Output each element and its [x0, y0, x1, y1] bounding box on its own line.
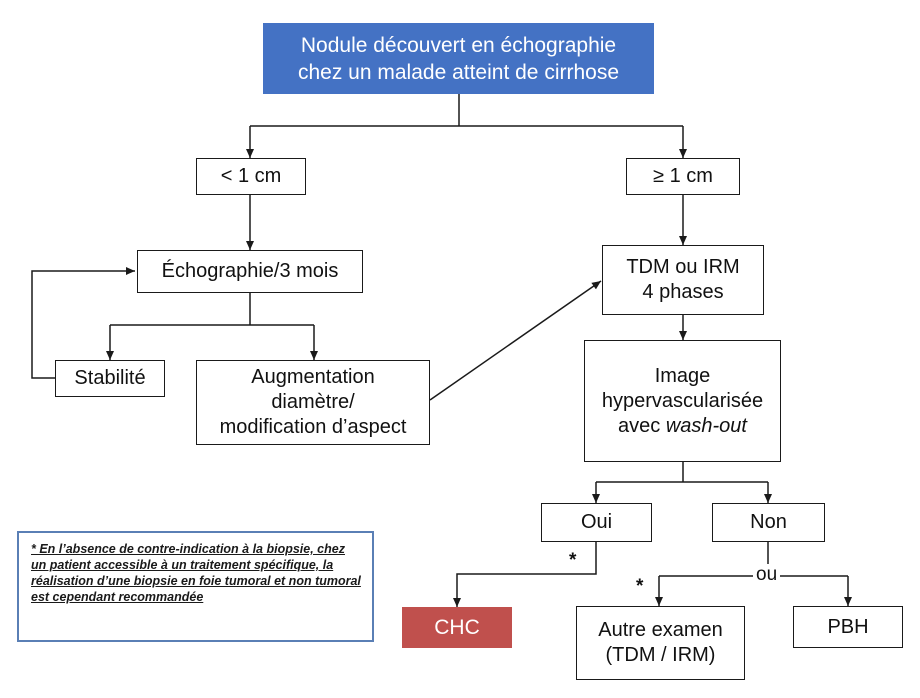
- asterisk-yes: *: [569, 550, 577, 571]
- edge-root-split: [250, 94, 683, 127]
- node-no: Non: [712, 503, 825, 542]
- node-hypervascular-washout: Image hypervascularisée avec wash-out: [584, 340, 781, 462]
- node-chc: CHC: [402, 607, 512, 648]
- edge-oui-chc: [453, 542, 597, 607]
- node-ultrasound-3-months: Échographie/3 mois: [137, 250, 363, 293]
- node-ct-mri-4-phases: TDM ou IRM 4 phases: [602, 245, 764, 315]
- edge-stab-loop: [31, 267, 135, 379]
- biopsy-footnote: * En l’absence de contre-indication à la…: [17, 531, 374, 642]
- node-nodule-discovered: Nodule découvert en échographie chez un …: [263, 23, 654, 94]
- asterisk-other: *: [636, 576, 644, 597]
- washout-term: wash-out: [665, 414, 747, 437]
- node-yes: Oui: [541, 503, 652, 542]
- edge-echo-split: [110, 293, 314, 326]
- node-liver-biopsy: PBH: [793, 606, 903, 648]
- label-or: ou: [753, 564, 781, 586]
- node-size-at-least-1cm: ≥ 1 cm: [626, 158, 740, 195]
- node-size-under-1cm: < 1 cm: [196, 158, 306, 195]
- node-stability: Stabilité: [55, 360, 165, 397]
- node-growth-change: Augmentation diamètre/ modification d’as…: [196, 360, 430, 445]
- edge-aug-tdm: [429, 280, 602, 401]
- edge-image-split: [596, 462, 768, 483]
- node-other-exam: Autre examen (TDM / IRM): [576, 606, 745, 680]
